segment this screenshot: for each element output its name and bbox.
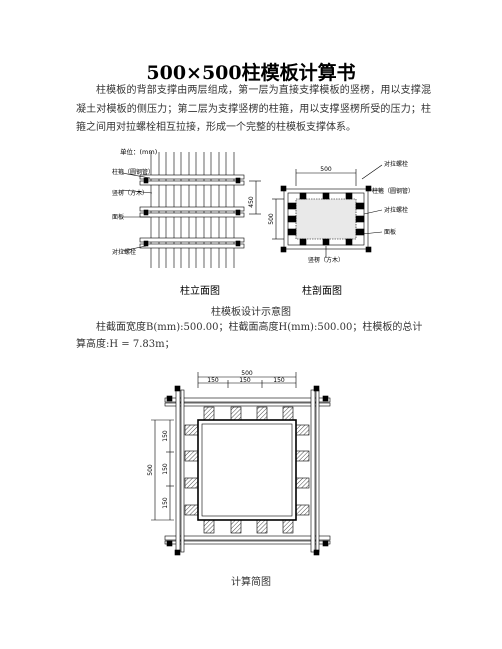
label-stud-timber: 竖楞（方木） [112,189,148,197]
page-title: 500×500柱模板计算书 [146,62,356,84]
dim-total-left: 500 [147,464,154,476]
section-title: 柱剖面图 [302,284,342,297]
label-tie-bolt: 对拉螺栓 [112,248,136,256]
dimensions-paragraph: 柱截面宽度B(mm):500.00；柱截面高度H(mm):500.00；柱模板的… [76,322,423,350]
dim-top-2: 150 [239,377,251,384]
calculation-diagram [151,372,331,556]
label-hoop-right: 柱箍（圆钢管） [372,187,414,195]
label-hoop-steel-pipe: 柱箍（圆钢管） [112,168,154,176]
figure1-caption: 柱模板设计示意图 [211,307,291,318]
dim-top-3: 150 [273,377,285,384]
dim-500-side: 500 [268,213,275,225]
intro-paragraph: 柱模板的背部支撑由两层组成，第一层为直接支撑模板的竖楞，用以支撑混凝土对模板的侧… [76,85,431,133]
figure2-caption: 计算简图 [231,577,271,588]
dim-500-top: 500 [320,166,332,173]
section-view [272,164,383,258]
label-panel: 面板 [112,213,124,221]
unit-label: 单位：(mm) [120,147,157,156]
label-stud-bottom: 竖楞（方木） [308,256,344,264]
dim-left-2: 150 [162,463,169,475]
elevation-title: 柱立面图 [180,284,220,297]
elevation-view [121,152,261,268]
label-tie-bolt-right: 对拉螺栓 [384,206,408,214]
dim-total-top: 500 [241,370,253,377]
label-panel-right: 面板 [384,228,396,236]
dim-450: 450 [248,196,255,208]
dim-left-3: 150 [162,497,169,509]
dim-left-1: 150 [162,430,169,442]
label-tie-bolt-top: 对拉螺栓 [384,160,408,168]
dim-top-1: 150 [207,377,219,384]
